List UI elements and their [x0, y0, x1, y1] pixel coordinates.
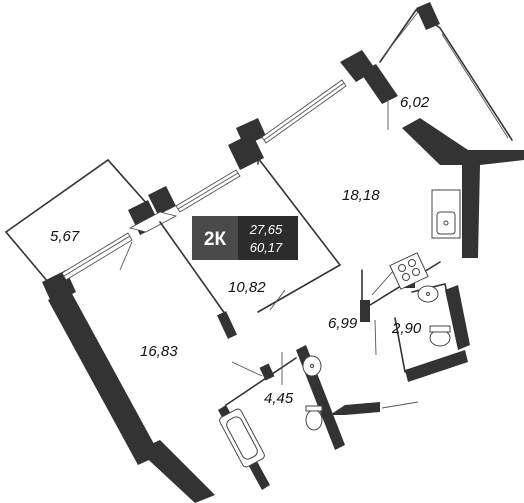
total-area-value: 60,17 — [250, 240, 283, 255]
partitions — [4, 8, 513, 409]
fixtures — [219, 189, 461, 468]
walls — [42, 2, 524, 503]
room-area-balcony-right: 6,02 — [400, 94, 430, 111]
wall-pillar-2 — [148, 186, 176, 215]
room-area-bedroom-large: 16,83 — [140, 343, 178, 360]
wall-pillar-3b — [236, 118, 266, 146]
wall-block-2 — [360, 300, 370, 322]
wall-toilet-bottom — [405, 350, 468, 382]
apartment-type: 2К — [204, 229, 227, 250]
living-area-value: 27,65 — [249, 222, 283, 237]
wall-pillar-3 — [228, 133, 264, 170]
wall-bath-right — [296, 345, 345, 450]
room-area-hallway: 6,99 — [328, 315, 358, 332]
room-area-bedroom-small: 10,82 — [228, 279, 266, 296]
bathroom-toilet-icon — [305, 409, 323, 431]
badge-type-box — [192, 216, 238, 260]
room-area-bathroom-toilet: 2,90 — [391, 320, 422, 337]
wall-right-column — [462, 150, 524, 258]
wall-block-3 — [259, 363, 275, 381]
room-area-balcony-left: 5,67 — [50, 228, 80, 245]
badge-area-box — [238, 216, 298, 260]
wall-toilet-right — [445, 285, 470, 350]
stove-icon — [389, 252, 429, 290]
wall-outer-bottom-left — [138, 440, 215, 503]
wall-block-1 — [216, 311, 238, 339]
windows — [61, 79, 347, 281]
wall-bottom-right — [330, 402, 380, 415]
wall-outer-left — [48, 290, 160, 465]
apartment-badge: 2К 27,65 60,17 — [192, 216, 298, 260]
balcony-left-outline — [4, 158, 149, 283]
room-area-bathroom-main: 4,45 — [264, 390, 294, 407]
wall-kitchen-right — [402, 118, 468, 165]
bedroom-small-walls — [257, 157, 342, 313]
room-labels: 5,67 6,02 18,18 10,82 16,83 6,99 4,45 2,… — [50, 94, 430, 407]
room-area-kitchen-living: 18,18 — [342, 187, 380, 204]
window-strip-1 — [128, 211, 178, 233]
balcony-right-outline — [379, 8, 513, 141]
wall-pillar-4b — [360, 64, 398, 104]
